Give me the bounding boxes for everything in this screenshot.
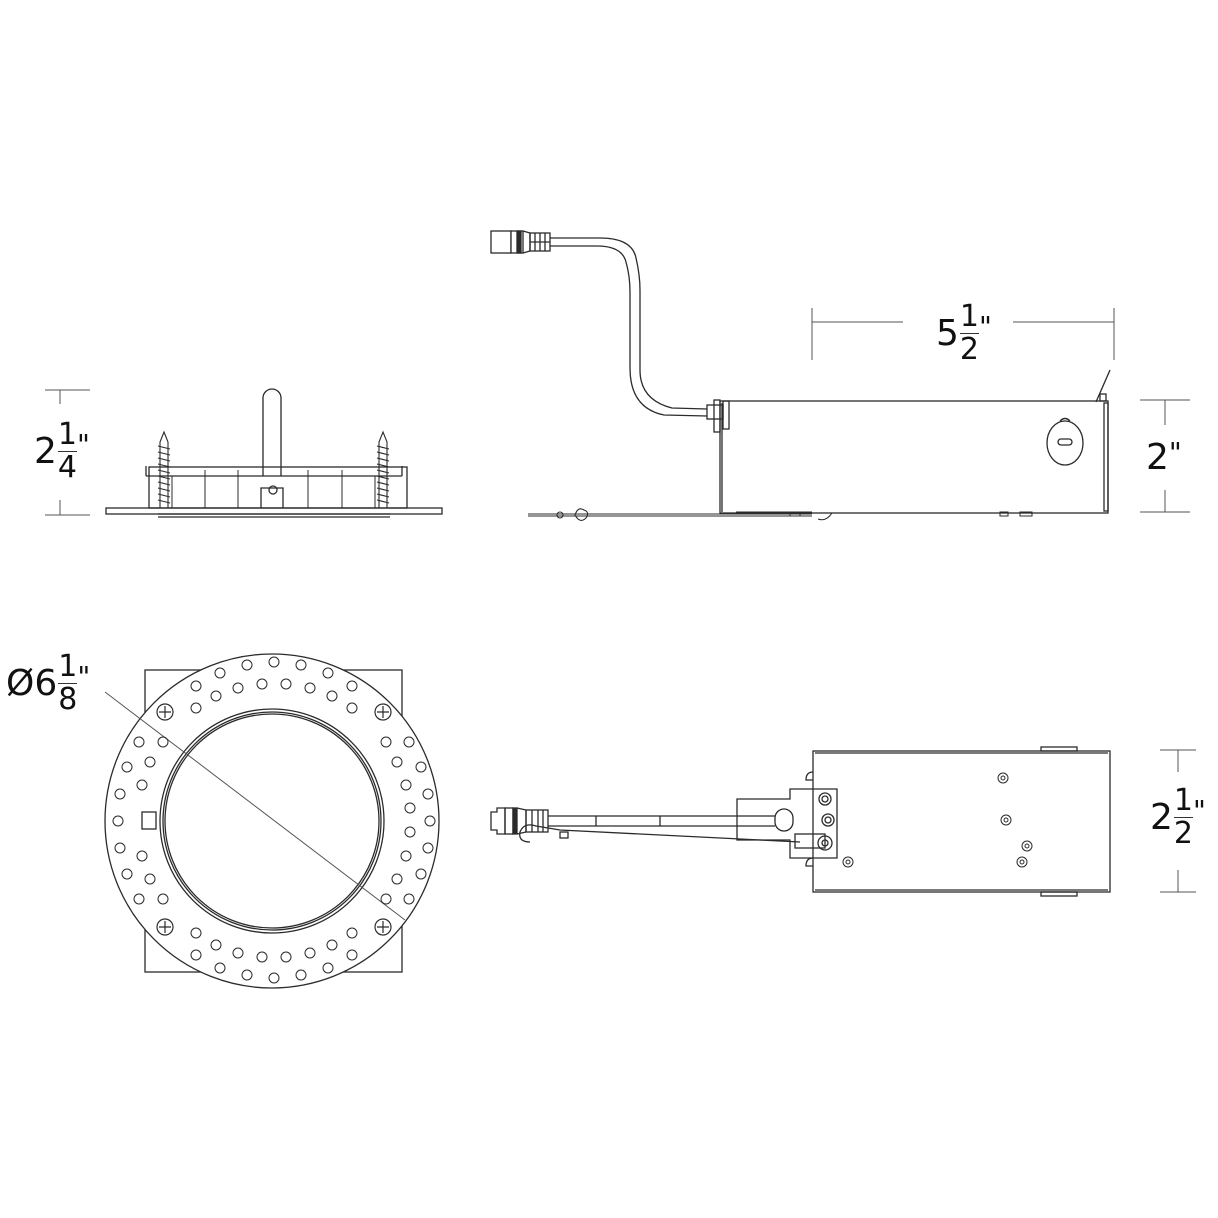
- housing-side-view: [45, 388, 443, 518]
- dim-whole: 6: [34, 662, 58, 704]
- dim-numerator: 1: [1173, 783, 1193, 818]
- dim-whole: 5: [936, 312, 959, 354]
- dim-denominator: 8: [58, 682, 78, 717]
- cable: [550, 237, 730, 433]
- fraction-bar: [1173, 817, 1193, 818]
- dim-denominator: 2: [1173, 816, 1193, 851]
- mounting-screw-left: [157, 430, 171, 508]
- dim-whole: 2: [34, 430, 57, 472]
- dim-numerator: 1: [57, 417, 77, 452]
- dim-unit: ": [1193, 793, 1206, 827]
- dim-numerator: 1: [959, 299, 979, 334]
- diameter-line: [104, 691, 406, 921]
- housing-height-dimension-line: [45, 389, 90, 516]
- dim-whole: 2: [1150, 796, 1173, 838]
- perforation-holes: [112, 656, 436, 984]
- mounting-screw-right: [376, 430, 390, 508]
- knockout-icon: [1046, 420, 1084, 466]
- dim-numerator: 1: [58, 649, 78, 684]
- dim-denominator: 4: [57, 450, 77, 485]
- fraction-bar: [57, 451, 77, 452]
- dim-denominator: 2: [959, 332, 979, 367]
- dim-unit: ": [77, 427, 90, 461]
- trim-ring-outer: [104, 653, 440, 989]
- trim-front-view: [104, 653, 440, 989]
- driver-box-top: [812, 750, 1111, 893]
- dim-whole: 2: [1146, 437, 1169, 478]
- ground-wire: [528, 508, 834, 521]
- driver-height-dimension-line: [1140, 399, 1190, 513]
- fraction-bar: [959, 333, 979, 334]
- fraction-bar: [58, 683, 78, 684]
- trim-ring-inner: [159, 708, 385, 934]
- dim-unit: ": [1168, 436, 1182, 469]
- connector-icon: [490, 807, 549, 835]
- dim-prefix: Ø: [6, 662, 35, 704]
- connector-icon: [490, 230, 551, 254]
- driver-length-dimension-line: [811, 308, 1115, 360]
- screw-icon: [268, 485, 278, 495]
- driver-height-label: 2": [1146, 436, 1182, 478]
- dim-unit: ": [77, 659, 91, 693]
- driver-side-view: [490, 230, 1190, 521]
- dim-unit: ": [979, 309, 992, 343]
- driver-top-view: [490, 746, 1196, 897]
- driver-width-dimension-line: [1160, 749, 1196, 893]
- driver-box: [719, 400, 1109, 514]
- phillips-screw-icons: [156, 703, 392, 936]
